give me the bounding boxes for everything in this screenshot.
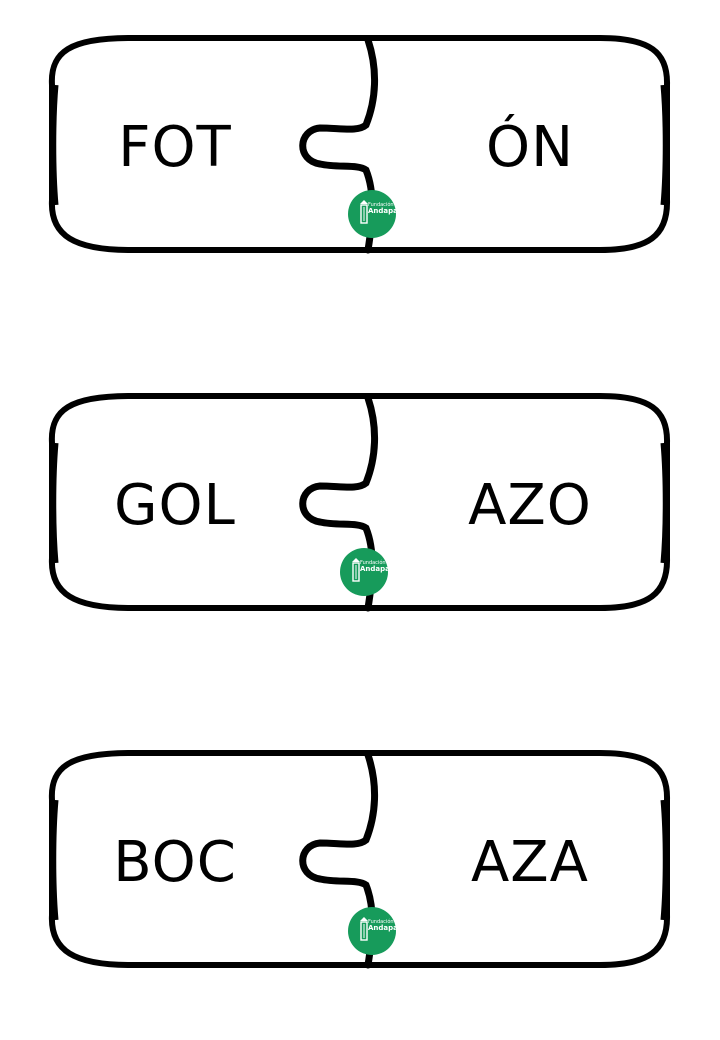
puzzle-card: GOL AZO Fundación Andapar (0, 388, 720, 628)
logo-line1: Fundación (368, 202, 394, 208)
syllable-right: AZO (468, 473, 592, 538)
logo-line2: Andapar (368, 924, 402, 932)
pencil-icon (360, 200, 368, 224)
andapar-logo: Fundación Andapar (348, 190, 401, 238)
puzzle-card: BOC AZA Fundación Andapar (0, 745, 720, 985)
pencil-icon (360, 917, 368, 941)
syllable-left: FOT (118, 115, 232, 180)
puzzle-card: FOT ÓN Fundación Andapar (0, 30, 720, 270)
andapar-logo: Fundación Andapar (340, 548, 393, 596)
puzzle-outline (48, 393, 671, 612)
pencil-icon (352, 558, 360, 582)
syllable-right: AZA (471, 830, 589, 895)
logo-line2: Andapar (368, 207, 402, 215)
syllable-left: GOL (114, 473, 236, 538)
andapar-logo: Fundación Andapar (348, 907, 401, 955)
logo-line1: Fundación (368, 919, 394, 925)
syllable-left: BOC (113, 830, 237, 895)
syllable-right: ÓN (486, 115, 574, 180)
puzzle-outline (48, 750, 671, 969)
puzzle-outline (48, 35, 671, 254)
logo-line1: Fundación (360, 560, 386, 566)
logo-line2: Andapar (360, 565, 394, 573)
